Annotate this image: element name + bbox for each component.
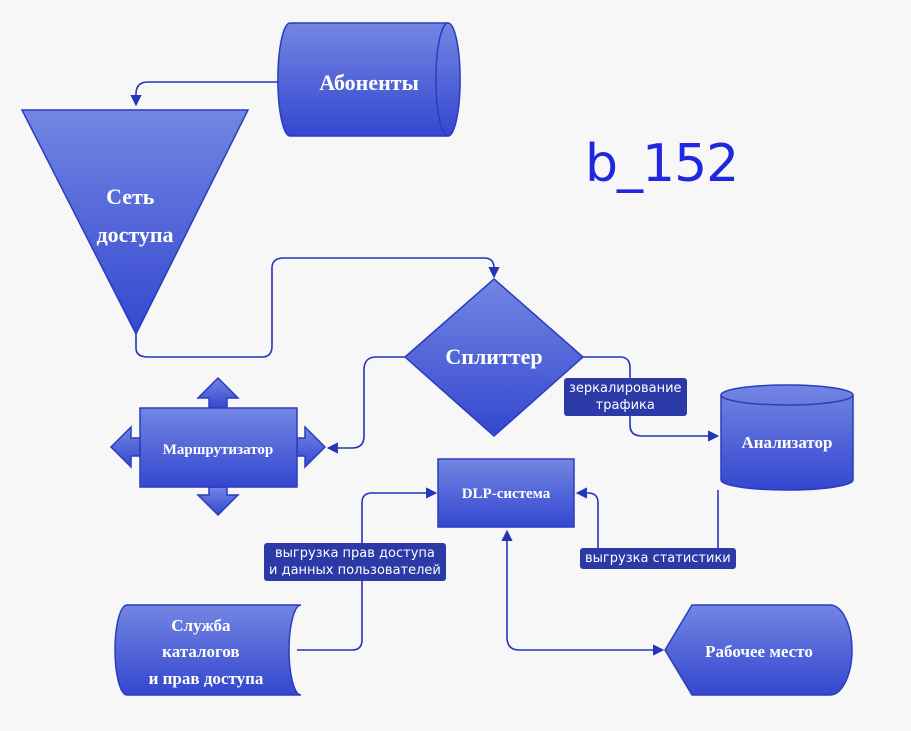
- access-network-label-line1: Сеть: [106, 184, 155, 209]
- splitter-node: Сплиттер: [403, 278, 585, 438]
- stats-upload-label: выгрузка статистики: [580, 548, 736, 569]
- analyzer-node: Анализатор: [720, 384, 854, 491]
- router-arrow-right-icon: [296, 425, 327, 469]
- dlp-label: DLP-система: [462, 486, 551, 502]
- directory-service-node: Служба каталогов и прав доступа: [114, 604, 302, 696]
- svg-text:Сеть доступа: Сеть доступа: [96, 184, 173, 247]
- mirroring-label: зеркалирование трафика: [564, 378, 687, 416]
- edge-subscribers-to-access: [130, 81, 283, 107]
- router-arrow-down-icon: [196, 486, 240, 517]
- edge-dlp-to-workstation: [501, 529, 665, 656]
- directory-label-line1: Служба: [171, 616, 231, 635]
- edge-access-to-splitter: [135, 257, 500, 358]
- access-network-label-line2: доступа: [96, 222, 173, 247]
- workstation-node: Рабочее место: [664, 604, 853, 696]
- edge-analyzer-to-dlp: [575, 487, 719, 558]
- subscribers-node: Абоненты: [277, 22, 461, 137]
- router-label: Маршрутизатор: [163, 442, 273, 458]
- analyzer-label: Анализатор: [741, 433, 832, 452]
- subscribers-label: Абоненты: [319, 70, 419, 95]
- splitter-label: Сплиттер: [445, 344, 542, 369]
- svg-text:Служба каталогов и: Служба каталогов и прав доступа: [149, 616, 264, 688]
- router-node: Маршрутизатор: [109, 376, 327, 517]
- router-arrow-left-icon: [109, 425, 141, 469]
- directory-label-line3: и прав доступа: [149, 669, 264, 688]
- directory-label-line2: каталогов: [162, 642, 239, 661]
- router-arrow-up-icon: [196, 376, 240, 409]
- dlp-node: DLP-система: [437, 458, 575, 528]
- access-network-node: Сеть доступа: [20, 109, 250, 336]
- rights-upload-label: выгрузка прав доступа и данных пользоват…: [264, 543, 446, 581]
- workstation-label: Рабочее место: [705, 642, 813, 661]
- edge-splitter-to-router: [326, 356, 405, 454]
- watermark-text: b_152: [585, 134, 739, 194]
